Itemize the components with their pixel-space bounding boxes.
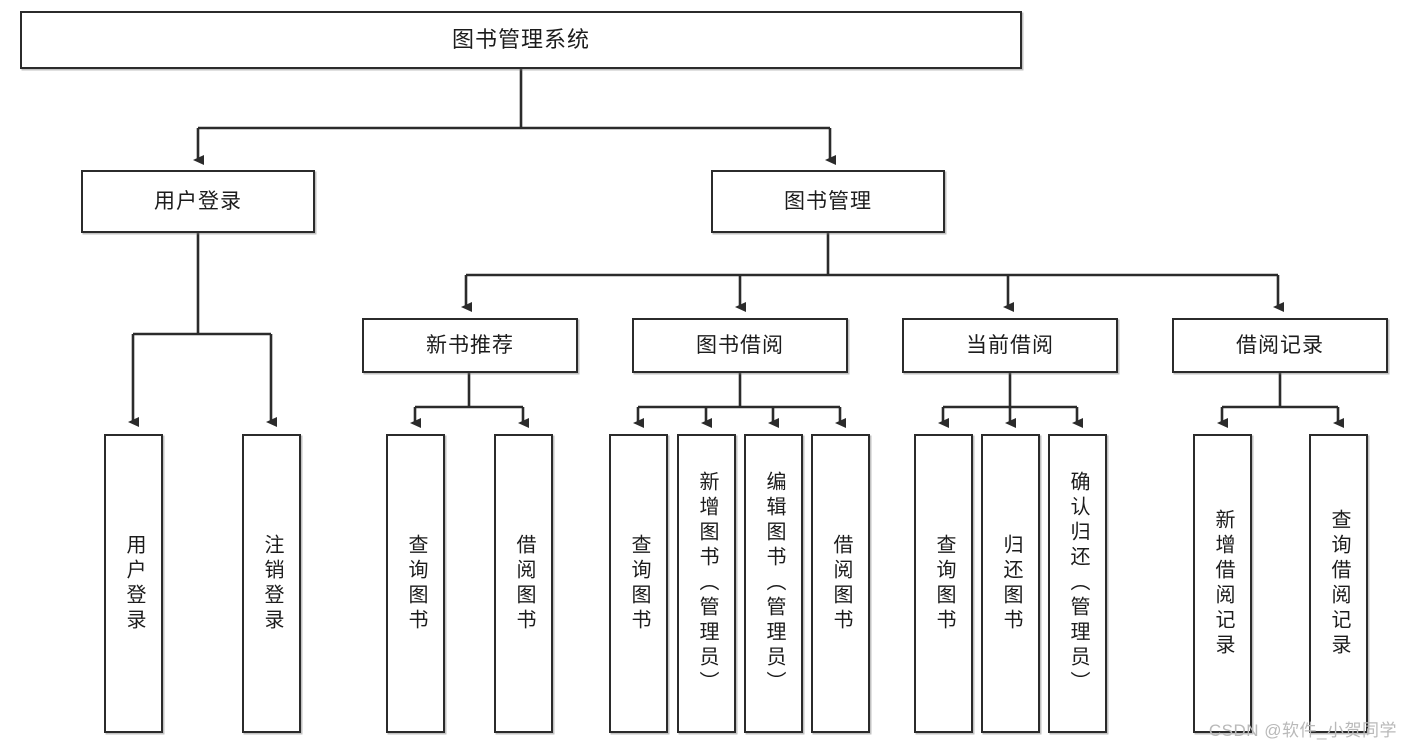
node-label: 确认归还（管理员）: [1067, 471, 1089, 696]
node-label: 用户登录: [123, 533, 145, 634]
node-borrow-record[interactable]: 借阅记录: [1172, 318, 1388, 373]
node-label: 借阅图书: [513, 533, 535, 634]
node-label: 归还图书: [1000, 533, 1022, 634]
leaf-query-book-current[interactable]: 查询图书: [914, 434, 973, 733]
node-label: 图书借阅: [696, 333, 784, 357]
node-label: 新增借阅记录: [1212, 508, 1234, 659]
node-root-system[interactable]: 图书管理系统: [20, 11, 1022, 69]
leaf-query-book-new[interactable]: 查询图书: [386, 434, 445, 733]
leaf-add-book-admin[interactable]: 新增图书（管理员）: [677, 434, 736, 733]
node-label: 图书管理系统: [451, 26, 590, 52]
node-label: 查询借阅记录: [1328, 508, 1350, 659]
leaf-query-book-borrow[interactable]: 查询图书: [609, 434, 668, 733]
node-current-borrow[interactable]: 当前借阅: [902, 318, 1118, 373]
node-label: 注销登录: [261, 533, 283, 634]
leaf-return-book[interactable]: 归还图书: [981, 434, 1040, 733]
node-label: 借阅图书: [830, 533, 852, 634]
node-label: 用户登录: [154, 189, 242, 213]
node-book-management[interactable]: 图书管理: [711, 170, 945, 233]
node-user-login[interactable]: 用户登录: [81, 170, 315, 233]
node-label: 新增图书（管理员）: [696, 471, 718, 696]
node-label: 新书推荐: [426, 333, 514, 357]
node-new-book-recommend[interactable]: 新书推荐: [362, 318, 578, 373]
node-label: 查询图书: [628, 533, 650, 634]
node-label: 编辑图书（管理员）: [763, 471, 785, 696]
node-label: 查询图书: [405, 533, 427, 634]
leaf-borrow-book[interactable]: 借阅图书: [811, 434, 870, 733]
leaf-query-borrow-record[interactable]: 查询借阅记录: [1309, 434, 1368, 733]
node-label: 借阅记录: [1236, 333, 1324, 357]
node-book-borrow[interactable]: 图书借阅: [632, 318, 848, 373]
node-label: 当前借阅: [966, 333, 1054, 357]
watermark-text: CSDN @软件_小贺同学: [1208, 721, 1397, 740]
node-label: 图书管理: [784, 189, 872, 213]
leaf-borrow-book-new[interactable]: 借阅图书: [494, 434, 553, 733]
leaf-logout[interactable]: 注销登录: [242, 434, 301, 733]
leaf-add-borrow-record[interactable]: 新增借阅记录: [1193, 434, 1252, 733]
leaf-confirm-return-admin[interactable]: 确认归还（管理员）: [1048, 434, 1107, 733]
leaf-edit-book-admin[interactable]: 编辑图书（管理员）: [744, 434, 803, 733]
node-label: 查询图书: [933, 533, 955, 634]
leaf-user-login[interactable]: 用户登录: [104, 434, 163, 733]
